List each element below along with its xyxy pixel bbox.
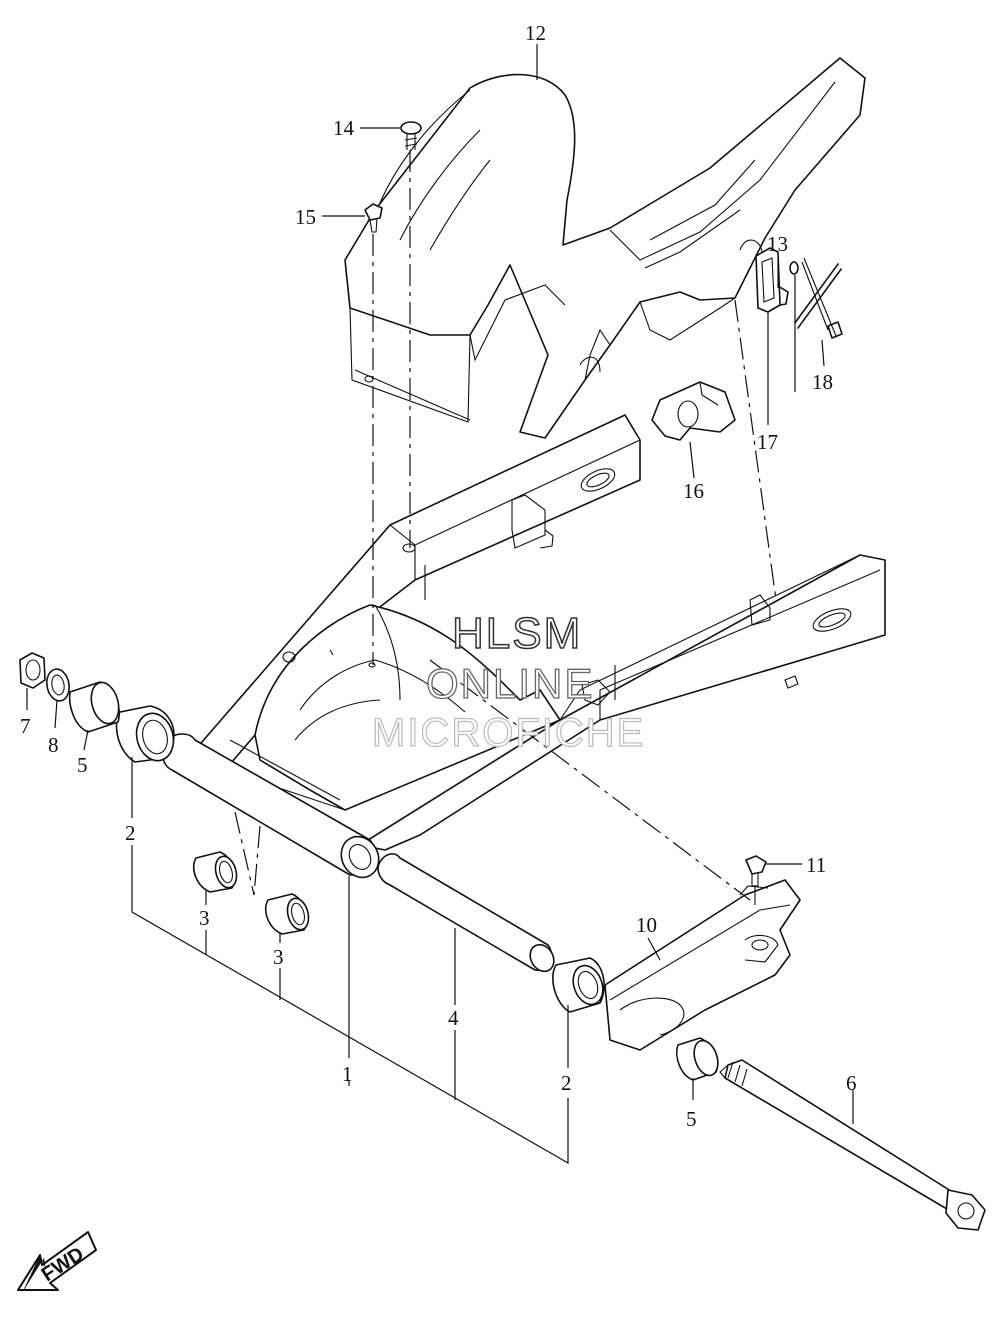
watermark: HLSM ONLINE MICROFICHE bbox=[371, 608, 645, 755]
assembly-lines bbox=[234, 150, 777, 905]
callout-labels: 12 14 15 13 18 17 16 11 10 6 5 2 1 4 3 3… bbox=[20, 21, 857, 1131]
axle-part-6 bbox=[719, 1059, 986, 1231]
callout-6: 6 bbox=[846, 1071, 857, 1095]
callout-5-left: 5 bbox=[77, 753, 88, 777]
callout-11: 12 bbox=[525, 21, 546, 45]
pivot-shaft-part-4 bbox=[377, 853, 555, 973]
washer-part-18 bbox=[789, 261, 799, 275]
nut-part-7 bbox=[19, 652, 46, 689]
screw-part-13 bbox=[400, 121, 422, 150]
callout-12: 13 bbox=[767, 232, 788, 256]
callout-15: 16 bbox=[683, 479, 704, 503]
collar-part-5-left bbox=[68, 681, 120, 733]
callout-2-left: 2 bbox=[125, 821, 136, 845]
collar-part-5-right bbox=[676, 1037, 719, 1081]
needle-bearing-part-3-b bbox=[264, 893, 310, 935]
callout-5-right: 5 bbox=[686, 1107, 697, 1131]
callout-13: 14 bbox=[333, 116, 355, 140]
callout-16: 17 bbox=[757, 430, 778, 454]
bearing-part-2-left bbox=[115, 705, 175, 763]
leader-lines bbox=[26, 44, 854, 1165]
callout-8: 8 bbox=[48, 733, 59, 757]
bolt-part-10 bbox=[745, 855, 767, 887]
needle-bearing-part-3-a bbox=[192, 851, 238, 893]
callout-10: 11 bbox=[806, 853, 826, 877]
guide-part-16 bbox=[755, 247, 781, 313]
callout-2-right: 2 bbox=[561, 1071, 572, 1095]
forward-arrow-icon: FWD bbox=[17, 1231, 97, 1293]
callout-9: 10 bbox=[636, 913, 657, 937]
callout-17: 18 bbox=[812, 370, 833, 394]
washer-part-8 bbox=[46, 668, 70, 702]
bearing-part-2-right bbox=[552, 957, 605, 1013]
callout-1: 1 bbox=[342, 1062, 353, 1086]
swingarm-part-1 bbox=[161, 414, 886, 879]
adjuster-plate-part-15 bbox=[651, 381, 736, 441]
callout-3-a: 3 bbox=[199, 906, 210, 930]
rear-fender-part-11 bbox=[344, 57, 866, 439]
callout-4: 4 bbox=[448, 1006, 459, 1030]
rivet-part-14 bbox=[364, 203, 383, 233]
callout-7: 7 bbox=[20, 714, 31, 738]
bolt-part-17 bbox=[793, 257, 843, 339]
watermark-line-3: MICROFICHE bbox=[372, 711, 645, 755]
watermark-line-2: ONLINE bbox=[426, 660, 594, 707]
callout-3-b: 3 bbox=[273, 945, 284, 969]
watermark-line-1: HLSM bbox=[452, 609, 582, 658]
chain-buffer-part-9 bbox=[604, 879, 801, 1051]
callout-14: 15 bbox=[295, 205, 316, 229]
